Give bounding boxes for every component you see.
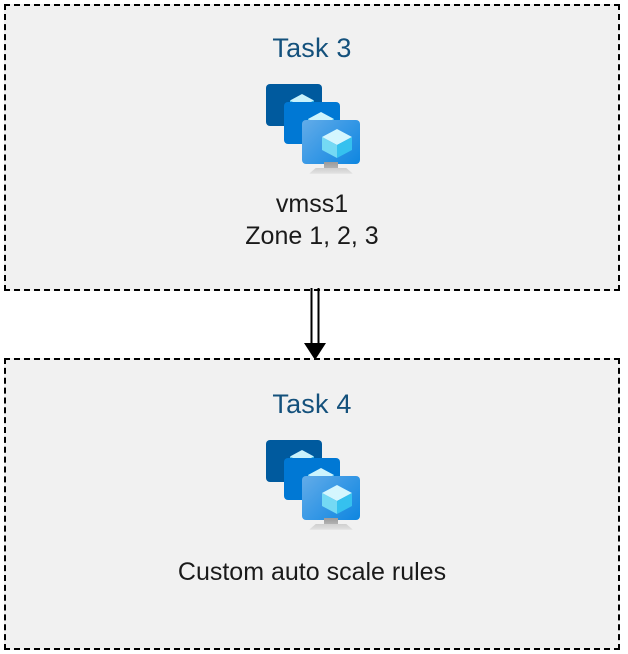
task-box-task-3[interactable]: Task 3 — [4, 4, 620, 291]
connector-arrow-down-icon — [300, 288, 330, 362]
vmss-screen-front-icon — [302, 475, 360, 520]
task-box-task-4[interactable]: Task 4 — [4, 358, 620, 650]
vmss-stand-neck-icon — [324, 517, 338, 527]
task-caption-task-3: vmss1 Zone 1, 2, 3 — [245, 189, 379, 250]
task-title-task-4: Task 4 — [272, 389, 352, 419]
vmss-stand-base-icon — [309, 167, 353, 174]
task-caption-task-4: Custom auto scale rules — [177, 557, 447, 586]
vmss-icon — [260, 82, 364, 174]
vmss-stand-neck-icon — [324, 161, 338, 171]
task-title-task-3: Task 3 — [272, 33, 352, 63]
vmss-screen-front-icon — [302, 119, 360, 164]
vmss-icon — [260, 438, 364, 530]
vmss-stand-base-icon — [309, 523, 353, 530]
